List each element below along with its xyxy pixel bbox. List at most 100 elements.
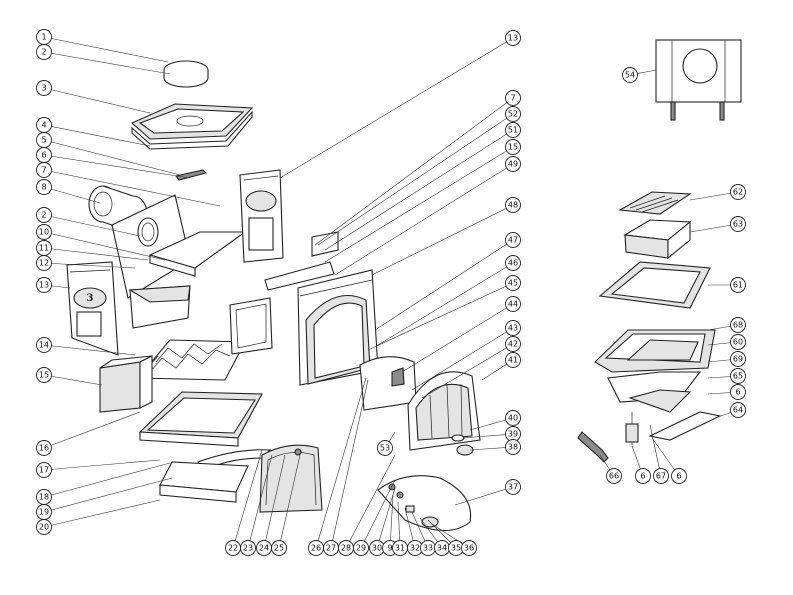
callout-23: 23 xyxy=(240,540,256,556)
callout-number: 19 xyxy=(39,508,49,517)
callout-circle xyxy=(505,156,521,172)
leader-line xyxy=(247,454,273,549)
callout-circle xyxy=(36,277,52,293)
callout-62: 62 xyxy=(730,184,746,200)
callout-18: 18 xyxy=(36,489,52,505)
callout-number: 13 xyxy=(508,34,518,43)
callout-15: 15 xyxy=(36,367,52,383)
callout-number: 68 xyxy=(733,321,743,330)
callout-circle xyxy=(505,106,521,122)
callout-circle xyxy=(730,184,746,200)
callout-number: 9 xyxy=(387,544,392,553)
callout-number: 13 xyxy=(39,281,49,290)
callout-number: 44 xyxy=(508,300,518,309)
callout-number: 61 xyxy=(733,281,743,290)
callout-number: 12 xyxy=(39,259,49,268)
callout-17: 17 xyxy=(36,462,52,478)
callout-circle xyxy=(671,468,687,484)
leader-line xyxy=(454,486,514,506)
callout-number: 6 xyxy=(640,472,645,481)
callout-number: 40 xyxy=(508,414,518,423)
leader-line xyxy=(461,433,514,439)
callout-15: 15 xyxy=(505,139,521,155)
ash-drawer-assembly xyxy=(607,371,702,445)
callout-circle xyxy=(505,410,521,426)
callout-number: 20 xyxy=(39,523,49,532)
callout-number: 28 xyxy=(341,544,351,553)
leader-line xyxy=(330,379,369,549)
leader-line xyxy=(232,449,263,549)
front-door xyxy=(407,371,481,451)
callout-circle xyxy=(36,337,52,353)
callout-number: 64 xyxy=(733,406,743,415)
callout-number: 37 xyxy=(508,483,518,492)
leader-line xyxy=(411,327,514,391)
rear-view-plate xyxy=(655,39,742,121)
callout-circle xyxy=(36,162,52,178)
callout-47: 47 xyxy=(505,232,521,248)
callout-circle xyxy=(730,351,746,367)
leader-line xyxy=(376,487,396,549)
base-tray xyxy=(594,329,716,373)
callout-circle xyxy=(505,139,521,155)
leader-line xyxy=(43,186,101,204)
bottom-plate xyxy=(138,391,263,447)
callout-circle xyxy=(505,90,521,106)
callout-circle xyxy=(730,216,746,232)
callout-34: 34 xyxy=(434,540,450,556)
callout-circle xyxy=(505,439,521,455)
leader-line xyxy=(367,282,514,351)
callout-6: 6 xyxy=(671,468,687,484)
callout-circle xyxy=(36,440,52,456)
leader-line xyxy=(279,37,514,179)
callout-10: 10 xyxy=(36,224,52,240)
callout-16: 16 xyxy=(36,440,52,456)
leader-line xyxy=(345,454,396,549)
callout-number: 7 xyxy=(510,94,515,103)
callout-circle xyxy=(353,540,369,556)
callout-circle xyxy=(36,224,52,240)
callout-51: 51 xyxy=(505,122,521,138)
leader-line xyxy=(43,477,173,513)
callout-number: 63 xyxy=(733,220,743,229)
callout-22: 22 xyxy=(225,540,241,556)
callout-number: 6 xyxy=(676,472,681,481)
callout-circle xyxy=(505,296,521,312)
leader-line xyxy=(43,344,136,356)
leader-line xyxy=(324,129,514,251)
ash-drawer-plate xyxy=(648,411,722,441)
callout-number: 32 xyxy=(410,544,420,553)
leader-line xyxy=(401,303,514,373)
top-gasket-bar xyxy=(175,169,208,181)
leader-line xyxy=(314,97,514,246)
callout-25: 25 xyxy=(271,540,287,556)
leader-line xyxy=(324,146,514,263)
callout-circle xyxy=(271,540,287,556)
callout-5: 5 xyxy=(36,132,52,148)
callout-6: 6 xyxy=(635,468,651,484)
callout-60: 60 xyxy=(730,334,746,350)
callout-28: 28 xyxy=(338,540,354,556)
callout-circle xyxy=(240,540,256,556)
front-frame xyxy=(297,269,379,386)
callout-number: 7 xyxy=(41,166,46,175)
side-panel-left: 3 xyxy=(66,261,119,356)
callout-38: 38 xyxy=(505,439,521,455)
callout-number: 39 xyxy=(508,430,518,439)
callout-circle xyxy=(505,30,521,46)
callout-42: 42 xyxy=(505,336,521,352)
callout-41: 41 xyxy=(505,352,521,368)
leader-line xyxy=(43,154,191,179)
leader-line xyxy=(43,214,141,237)
callout-6: 6 xyxy=(36,147,52,163)
callout-6: 6 xyxy=(730,384,746,400)
callout-26: 26 xyxy=(308,540,324,556)
callout-1: 1 xyxy=(36,29,52,45)
callout-number: 27 xyxy=(326,544,336,553)
callout-29: 29 xyxy=(353,540,369,556)
leader-line xyxy=(689,191,739,201)
callout-number: 25 xyxy=(274,544,284,553)
callout-63: 63 xyxy=(730,216,746,232)
callout-circle xyxy=(36,44,52,60)
leader-line xyxy=(43,374,103,386)
